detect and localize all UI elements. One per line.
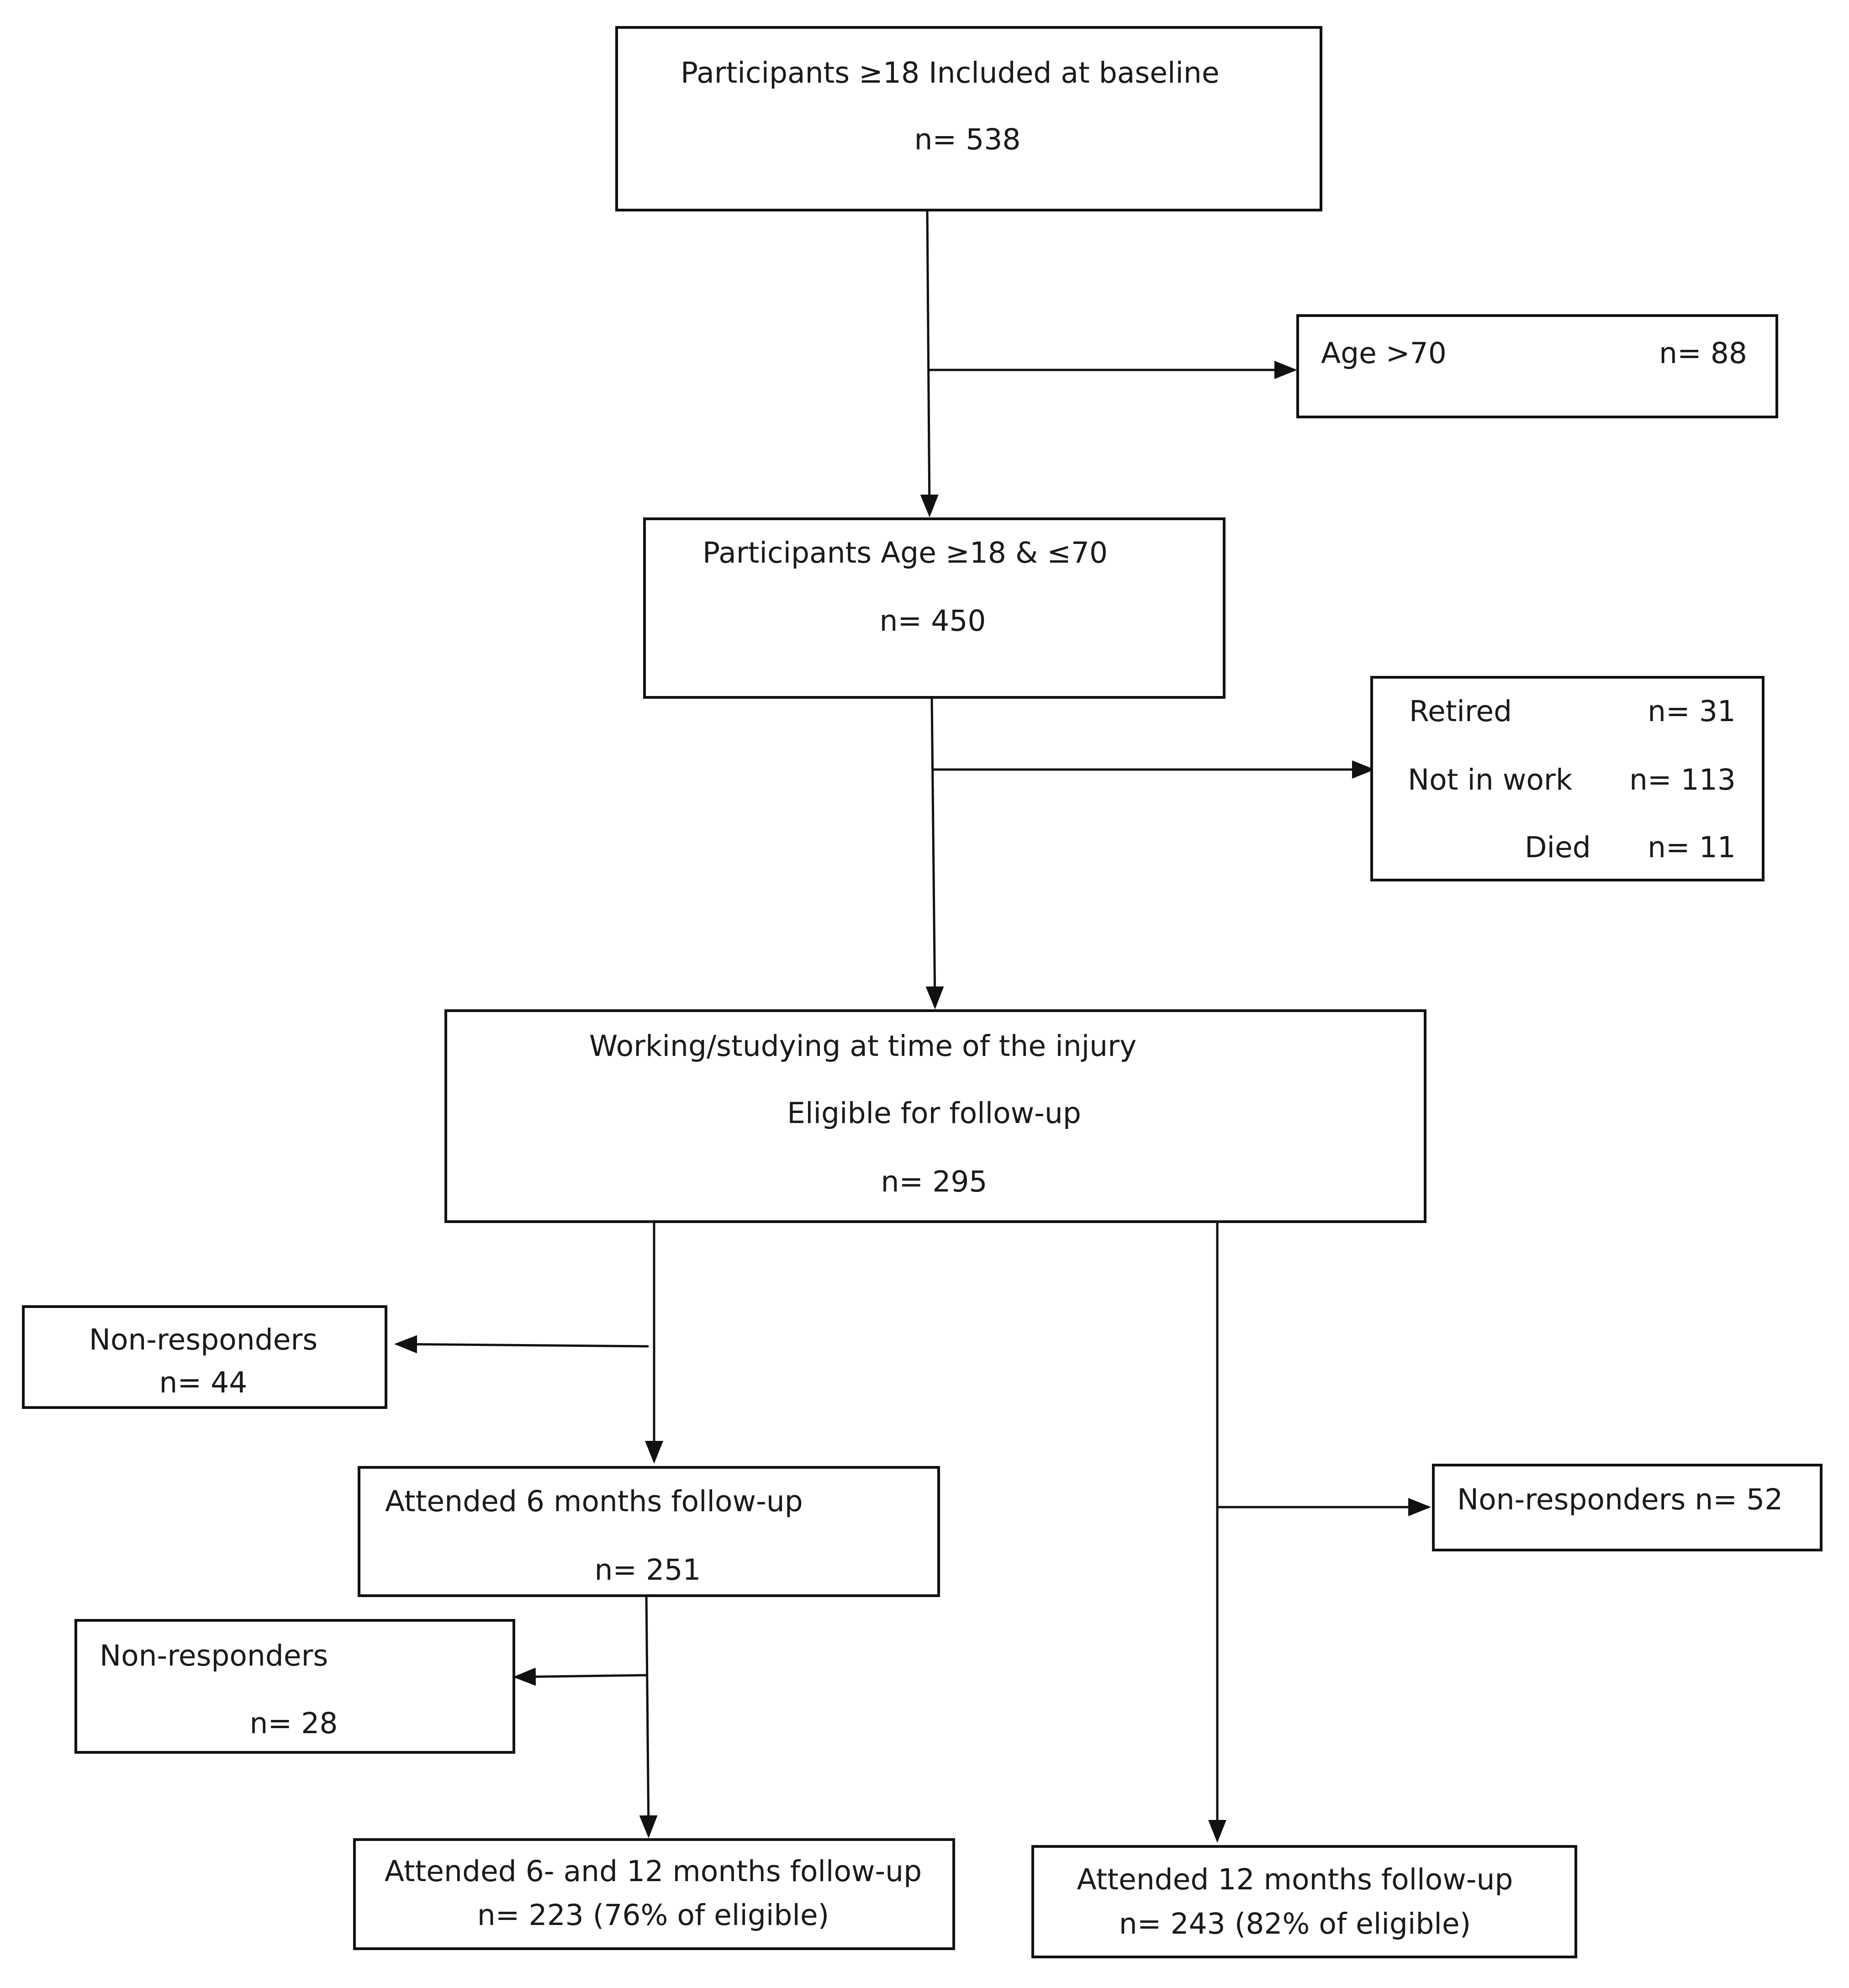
eligible-line2: Eligible for follow-up: [787, 1097, 1081, 1130]
age-range-box: [643, 517, 1226, 699]
died-label: Died: [1525, 831, 1591, 864]
attended-6m-n: n= 251: [594, 1553, 701, 1587]
arrow-to-nonresp-28: [513, 1667, 647, 1686]
arrow-to-nonresp-6m: [394, 1335, 649, 1354]
nonresp-6m-n: n= 44: [159, 1366, 248, 1399]
not-in-work-label: Not in work: [1408, 763, 1573, 796]
retired-n: n= 31: [1648, 695, 1736, 728]
attended-6-12m-n: n= 223 (76% of eligible): [477, 1898, 829, 1932]
nonresp-6m-box: [22, 1305, 387, 1409]
attended-6m-title: Attended 6 months follow-up: [385, 1485, 803, 1518]
excluded-age-box: [1296, 314, 1778, 418]
age-range-n: n= 450: [879, 604, 986, 638]
baseline-title: Participants ≥18 Included at baseline: [681, 56, 1220, 90]
eligible-n: n= 295: [881, 1165, 988, 1198]
attended-12m-box: [1031, 1845, 1577, 1958]
nonresp-6m-label: Non-responders: [89, 1323, 318, 1356]
arrow-baseline-to-age-range: [920, 210, 939, 517]
baseline-box: [615, 26, 1322, 211]
arrow-attended-6m-to-6-12m: [639, 1592, 658, 1838]
attended-6-12m-box: [353, 1838, 955, 1950]
not-in-work-n: n= 113: [1629, 763, 1736, 796]
nonresp-12m-box: [1432, 1464, 1823, 1551]
attended-12m-title: Attended 12 months follow-up: [1077, 1863, 1513, 1896]
attended-6m-box: [358, 1466, 940, 1597]
attended-6-12m-title: Attended 6- and 12 months follow-up: [384, 1855, 922, 1888]
nonresp-6m-12m-box: [74, 1619, 515, 1754]
excluded-age-n: n= 88: [1659, 337, 1747, 370]
eligible-box: [444, 1009, 1426, 1223]
age-range-title: Participants Age ≥18 & ≤70: [703, 536, 1108, 570]
nonresp-6m-12m-n: n= 28: [249, 1707, 338, 1740]
excluded-age-label: Age >70: [1321, 337, 1447, 370]
retired-label: Retired: [1409, 695, 1512, 728]
baseline-n: n= 538: [914, 123, 1021, 156]
eligible-line1: Working/studying at time of the injury: [589, 1029, 1137, 1063]
attended-12m-n: n= 243 (82% of eligible): [1119, 1907, 1471, 1941]
died-n: n= 11: [1648, 831, 1736, 864]
nonresp-6m-12m-label: Non-responders: [100, 1639, 328, 1672]
arrow-age-range-to-eligible: [925, 698, 944, 1009]
excluded-work-box: [1370, 676, 1764, 881]
nonresp-12m-label: Non-responders n= 52: [1457, 1483, 1783, 1516]
